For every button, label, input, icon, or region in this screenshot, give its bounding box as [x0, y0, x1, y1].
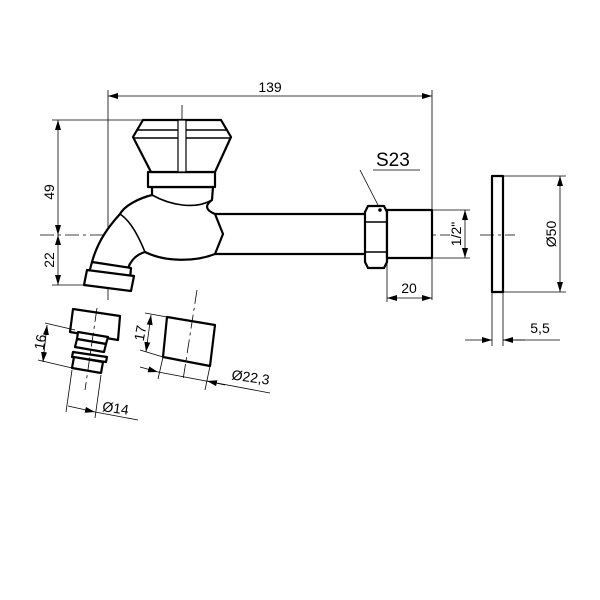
length-label: 139 [258, 79, 282, 95]
sleeve-part: 17 Ø22,3 [131, 289, 271, 394]
dimension-length: 139 [107, 79, 433, 300]
thread-length-label: 20 [401, 280, 417, 296]
flange [490, 174, 505, 294]
height-below-label: 22 [41, 252, 57, 268]
valve-body [90, 185, 225, 270]
wrench-size-callout: S23 [359, 150, 420, 208]
cap-height-label: 16 [31, 333, 49, 351]
knob-rib [177, 119, 187, 173]
thread-label: 1/2" [448, 222, 464, 246]
wrench-size-label: S23 [376, 150, 410, 171]
pipe [213, 212, 369, 256]
cap-diameter-label: Ø14 [101, 398, 130, 418]
spout-nozzle [82, 268, 136, 293]
sleeve-diameter-label: Ø22,3 [231, 366, 271, 387]
thread-end [385, 208, 434, 260]
height-above-label: 49 [41, 184, 57, 200]
flange-thickness-label: 5,5 [530, 320, 550, 336]
collar [146, 170, 217, 189]
flange-diameter-label: Ø50 [543, 221, 559, 248]
dimension-flange-diameter: Ø50 [503, 175, 566, 293]
faucet-body [82, 118, 434, 293]
dimension-thread-length: 20 [386, 260, 432, 302]
sleeve-height-label: 17 [131, 324, 149, 342]
dimension-heights: 49 22 [41, 119, 145, 286]
cap-part: 16 Ø14 [31, 307, 139, 421]
dimension-thread: 1/2" [432, 209, 470, 259]
hex-nut [363, 204, 389, 270]
dimension-flange-thickness: 5,5 [465, 292, 560, 346]
